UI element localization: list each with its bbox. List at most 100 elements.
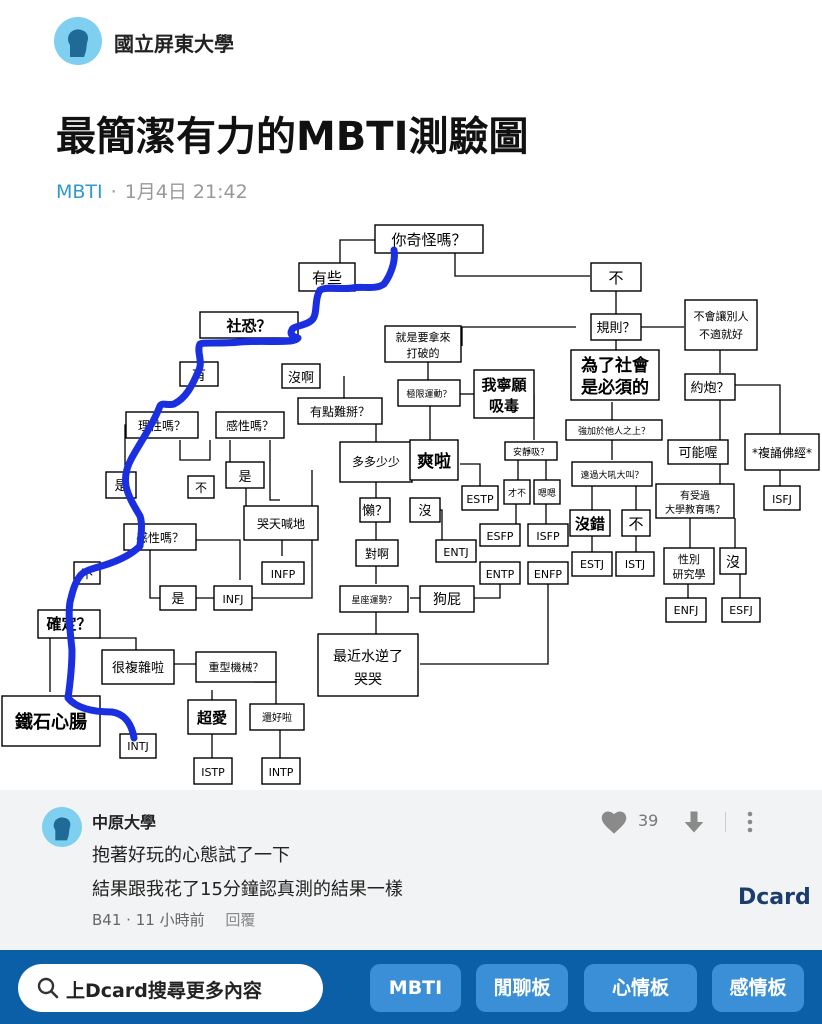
downvote-arrow-icon[interactable] [680, 808, 708, 836]
dcard-logo: Dcard [738, 885, 811, 910]
node-istp: ISTP [201, 766, 225, 779]
node-enfp: ENFP [534, 568, 563, 581]
node-rules: 規則？ [596, 321, 635, 336]
node-yes-2: 是 [238, 470, 251, 485]
node-emotional-1: 感性嗎？ [226, 418, 274, 433]
more-options-icon[interactable] [742, 808, 758, 836]
tag-button-chat[interactable]: 閒聊板 [476, 964, 568, 1012]
person-icon [54, 17, 102, 65]
node-infj: INFJ [222, 593, 243, 606]
node-infp: INFP [271, 568, 296, 581]
search-box[interactable]: 上Dcard搜尋更多內容 [18, 964, 323, 1012]
node-more-less: 多多少少 [352, 455, 400, 469]
bottom-bar: 上Dcard搜尋更多內容 MBTI 閒聊板 心情板 感情板 [0, 950, 822, 1024]
mbti-flowchart-image[interactable]: 你奇怪嗎？ 有些 不 社恐？ 規則？ 不會讓別人 不適就好 就是要拿來 打破的 … [0, 218, 822, 790]
node-yeah: 嗯嗯 [538, 488, 556, 499]
tag-button-mood[interactable]: 心情板 [584, 964, 697, 1012]
node-reverse-2: 哭哭 [354, 672, 382, 688]
node-cool: 爽啦 [417, 451, 451, 472]
node-okay: 還好啦 [262, 711, 292, 724]
node-enfj: ENFJ [674, 604, 699, 617]
node-isfj: ISFJ [772, 493, 792, 506]
comment-text-line-1: 抱著好玩的心態試了一下 [92, 845, 290, 866]
node-complex: 很複雜啦 [112, 660, 164, 676]
node-intp: INTP [269, 766, 294, 779]
node-isfp: ISFP [536, 530, 560, 543]
node-iron: 鐵石心腸 [15, 711, 87, 733]
node-machine: 重型機械？ [209, 660, 264, 674]
node-impose: 強加於他人之上？ [578, 425, 650, 437]
node-gender-2: 研究學 [673, 567, 706, 581]
action-divider [725, 812, 726, 832]
drawn-path-marker [64, 246, 398, 742]
node-astro: 星座運勢？ [351, 594, 396, 606]
node-no-top: 不 [608, 269, 623, 287]
person-icon [42, 807, 82, 847]
node-wrong: 沒錯 [575, 515, 605, 533]
node-yes-4: 是 [171, 592, 184, 607]
post-date: 1月4日 21:42 [124, 181, 248, 203]
node-date: 約炮？ [690, 381, 729, 396]
node-sutra: *複誦佛經* [752, 445, 812, 460]
node-drugs-2: 吸毒 [489, 397, 519, 415]
node-society-1: 為了社會 [581, 355, 650, 376]
node-istj: ISTJ [625, 558, 645, 571]
comment-section: 中原大學 抱著好玩的心態試了一下 結果跟我花了15分鐘認真測的結果一樣 B41 … [0, 790, 822, 950]
node-cry: 哭天喊地 [257, 517, 305, 531]
node-edu-2: 大學教育嗎？ [665, 503, 725, 516]
node-entp: ENTP [486, 568, 515, 581]
node-right: 對啊 [365, 547, 389, 561]
post-header: 國立屏東大學 [0, 0, 822, 90]
commenter-school[interactable]: 中原大學 [92, 813, 157, 832]
node-difficult: 有點難掰？ [310, 404, 370, 419]
commenter-avatar[interactable] [42, 807, 82, 847]
like-count: 39 [638, 811, 659, 830]
node-edu-1: 有受過 [680, 489, 710, 502]
node-estp: ESTP [466, 493, 494, 506]
node-no-mei2: 沒 [726, 554, 740, 571]
node-emotional-2: 感性嗎？ [136, 530, 184, 545]
tag-button-mbti[interactable]: MBTI [370, 964, 461, 1012]
node-notice: 遠過大吼大叫？ [580, 469, 643, 481]
heart-icon[interactable] [600, 809, 628, 835]
comment-time: 11 小時前 [135, 911, 205, 929]
node-lazy: 懶？ [362, 504, 388, 519]
node-love: 超愛 [196, 709, 227, 727]
post-meta: MBTI · 1月4日 21:42 [56, 177, 248, 204]
reply-button[interactable]: 回覆 [225, 911, 256, 929]
node-no-mei: 沒 [418, 504, 431, 519]
node-not: 才不 [508, 487, 526, 499]
node-no-bu: 不 [628, 515, 643, 533]
node-esfp: ESFP [487, 530, 514, 543]
author-avatar[interactable] [54, 17, 102, 65]
node-entj: ENTJ [443, 546, 468, 559]
node-disrespect-1: 不會讓別人 [694, 309, 749, 323]
node-weird: 你奇怪嗎？ [391, 231, 466, 249]
node-disrespect-2: 不適就好 [699, 327, 743, 341]
node-possible: 可能喔 [678, 446, 717, 461]
forum-link[interactable]: MBTI [56, 181, 103, 203]
node-reverse-1: 最近水逆了 [333, 649, 403, 665]
node-quiet: 安靜吸？ [513, 446, 549, 458]
search-icon [37, 977, 59, 999]
meta-separator: · [110, 181, 117, 203]
post-title: 最簡潔有力的MBTI測驗圖 [56, 114, 529, 160]
node-estj: ESTJ [580, 558, 604, 571]
node-social: 社恐？ [225, 317, 271, 335]
comment-floor: B41 [92, 911, 122, 929]
node-break-2: 打破的 [407, 346, 440, 360]
node-esfj: ESFJ [729, 604, 753, 617]
node-break-1: 就是要拿來 [396, 330, 451, 344]
comment-text-line-2: 結果跟我花了15分鐘認真測的結果一樣 [92, 879, 403, 900]
search-placeholder: 上Dcard搜尋更多內容 [66, 980, 262, 1002]
comment-meta: B41 · 11 小時前 回覆 [92, 909, 255, 930]
node-no-mid: 不 [195, 481, 207, 495]
node-intj: INTJ [127, 740, 148, 753]
tag-button-relationship[interactable]: 感情板 [712, 964, 804, 1012]
comment-separator: · [126, 911, 131, 929]
author-school[interactable]: 國立屏東大學 [114, 32, 234, 56]
node-none: 沒啊 [288, 371, 314, 386]
node-sports: 極限運動？ [406, 388, 451, 400]
node-gender-1: 性別 [678, 552, 700, 566]
